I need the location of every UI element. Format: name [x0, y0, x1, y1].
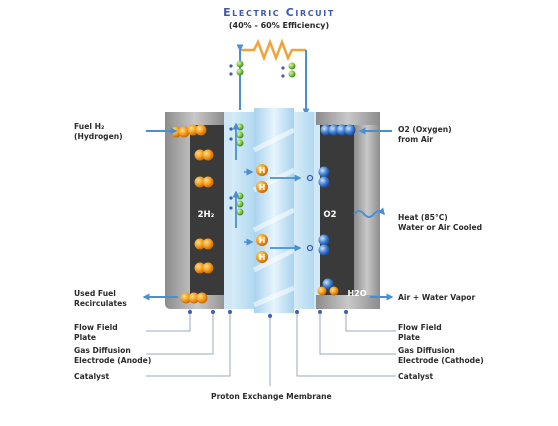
- oxygen-atom-icon: [318, 166, 330, 188]
- membrane-texture: [252, 127, 296, 308]
- air-water-label: Air + Water Vapor: [398, 293, 476, 302]
- proton-icon: [256, 234, 268, 246]
- hydrogen-molecule-icon: [194, 262, 214, 274]
- hydrogen-molecule-icon: [180, 292, 208, 304]
- cathode-electrode: [320, 125, 354, 295]
- heat-label: Heat (85°C)Water or Air Cooled: [398, 213, 483, 232]
- proton-label: H: [259, 253, 266, 262]
- oxygen-label: O2 (Oxygen)from Air: [398, 125, 452, 144]
- leader-dots: [188, 310, 348, 318]
- proton-label: H: [259, 236, 266, 245]
- anode-catalyst: [224, 112, 232, 309]
- catalyst-left-label: Catalyst: [74, 372, 110, 381]
- heat-arrow: [353, 207, 385, 218]
- oxygen-molecule-icon: [320, 124, 356, 136]
- cathode-plate-body: [354, 112, 380, 309]
- membrane-label: Proton Exchange Membrane: [211, 392, 332, 401]
- electron-icon: [229, 60, 244, 76]
- electron-marker-icon: [306, 174, 314, 252]
- proton-icon: [256, 164, 268, 176]
- cathode-plate-top: [316, 112, 380, 125]
- resistor-icon: [240, 38, 306, 62]
- water-molecule-icon: [317, 278, 339, 296]
- water-label: H2O: [347, 289, 366, 298]
- hydrogen-molecule-icon: [194, 238, 214, 250]
- proton-label: H: [259, 183, 266, 192]
- hydrogen-molecule-icon: [187, 124, 207, 136]
- hydrogen-molecule-icon: [194, 176, 214, 188]
- anode-gas-label: 2H₂: [198, 210, 215, 220]
- cathode-gas-label: O2: [323, 210, 336, 220]
- oxygen-atom-icon: [318, 234, 330, 256]
- anode-plate-top: [165, 112, 224, 125]
- fuel-hydrogen-label: Fuel H₂(Hydrogen): [74, 122, 123, 141]
- proton-label: H: [259, 166, 266, 175]
- electron-icon: [229, 192, 244, 216]
- proton-icon: [256, 251, 268, 263]
- diagram-title: Electric Circuit: [223, 6, 335, 19]
- leader-lines: [146, 309, 396, 386]
- proton-icon: [256, 181, 268, 193]
- diagram-subtitle: (40% - 60% Efficiency): [228, 21, 330, 30]
- electron-icon: [281, 62, 296, 78]
- catalyst-right-label: Catalyst: [398, 372, 434, 381]
- electric-circuit: [229, 38, 310, 116]
- cathode-plate-bottom: [316, 295, 380, 309]
- cathode-catalyst: [314, 112, 320, 309]
- membrane-side-right: [294, 112, 314, 309]
- hydrogen-molecule-icon: [194, 149, 214, 161]
